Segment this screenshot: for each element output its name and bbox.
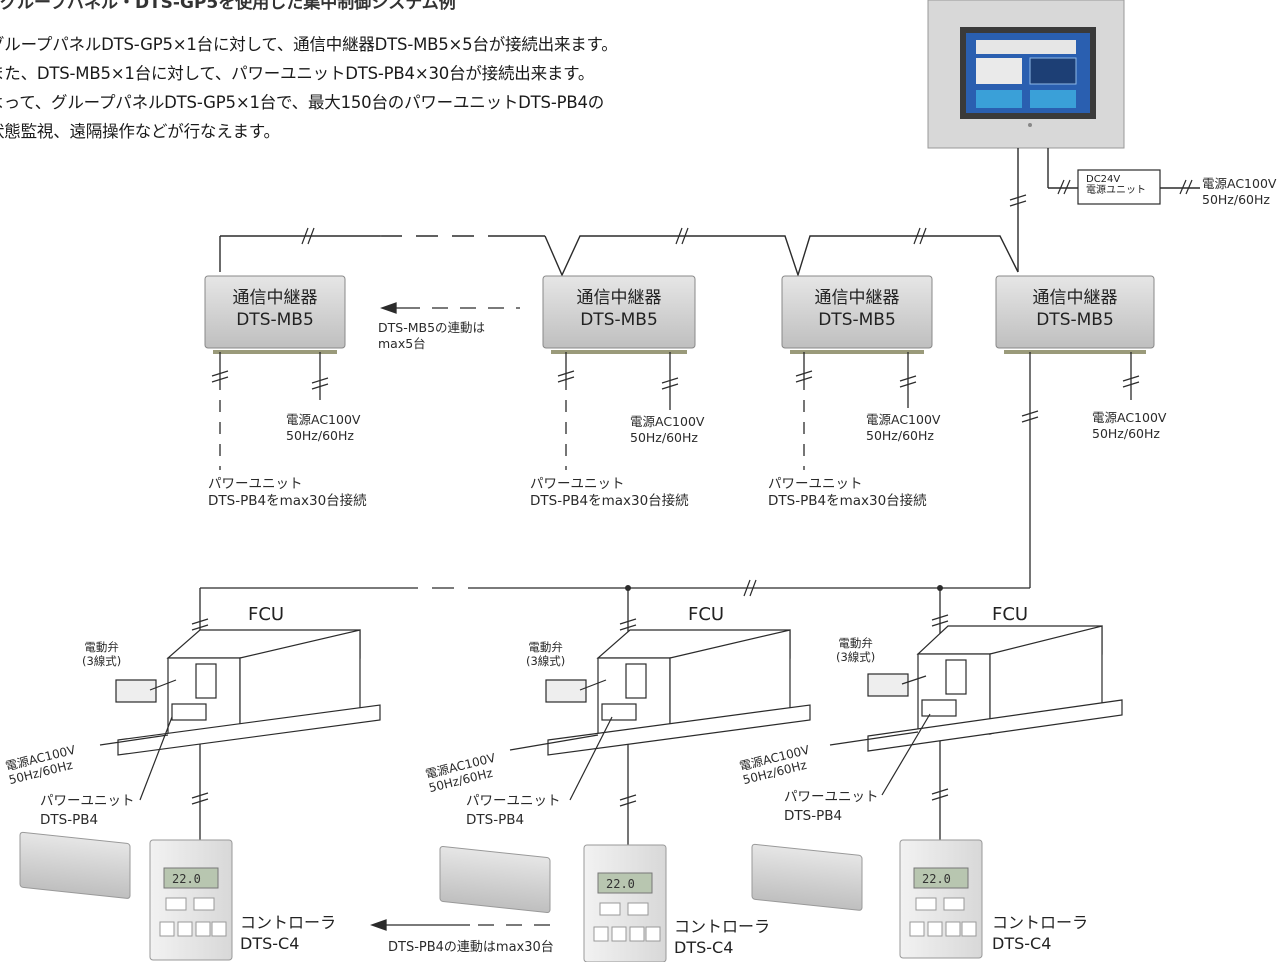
valve-type: (3線式) bbox=[82, 654, 122, 668]
intro-line: グループパネルDTS-GP5×1台に対して、通信中継器DTS-MB5×5台が接続… bbox=[0, 35, 618, 54]
power-unit-model: DTS-PB4 bbox=[466, 812, 525, 828]
ac-frequency: 50Hz/60Hz bbox=[630, 430, 698, 445]
controller-model: DTS-C4 bbox=[240, 934, 300, 953]
valve-label: 電動弁(3線式) bbox=[526, 640, 565, 668]
relay-name: 通信中継器 bbox=[576, 288, 662, 308]
fcu-label: FCU bbox=[248, 604, 285, 625]
controller-display: 22.0 bbox=[172, 872, 201, 886]
relay-model: DTS-MB5 bbox=[580, 310, 658, 330]
ac-frequency: 50Hz/60Hz bbox=[866, 428, 934, 443]
power-unit-name: パワーユニット bbox=[40, 793, 135, 809]
power-unit-model: DTS-PB4 bbox=[40, 812, 99, 828]
relay-label-1: 通信中継器 DTS-MB5 bbox=[205, 287, 345, 331]
fcu-label: FCU bbox=[688, 604, 725, 625]
valve-label: 電動弁(3線式) bbox=[836, 636, 875, 664]
controller-images bbox=[149, 839, 983, 962]
relay-label-2: 通信中継器 DTS-MB5 bbox=[543, 287, 695, 331]
relay-limit-arrow bbox=[380, 302, 520, 314]
power-supply-box bbox=[1077, 169, 1161, 205]
relay-units bbox=[204, 275, 1155, 354]
pb-note-line: DTS-PB4をmax30台接続 bbox=[768, 493, 927, 509]
pb-note-line: DTS-PB4をmax30台接続 bbox=[208, 493, 367, 509]
intro-line: よって、グループパネルDTS-GP5×1台で、最大150台のパワーユニットDTS… bbox=[0, 93, 605, 112]
ac-main-frequency: 50Hz/60Hz bbox=[1202, 192, 1270, 207]
relay-note-line: DTS-MB5の連動は bbox=[378, 320, 486, 335]
fcu-label: FCU bbox=[992, 604, 1029, 625]
ac-frequency: 50Hz/60Hz bbox=[1092, 426, 1160, 441]
ac-main-voltage: 電源AC100V bbox=[1202, 176, 1277, 191]
relay-name: 通信中継器 bbox=[814, 288, 900, 308]
wire-marks bbox=[301, 179, 1193, 245]
relay-label-4: 通信中継器 DTS-MB5 bbox=[996, 287, 1154, 331]
intro-line: また、DTS-MB5×1台に対して、パワーユニットDTS-PB4×30台が接続出… bbox=[0, 64, 595, 83]
pb-note-line: DTS-PB4をmax30台接続 bbox=[530, 493, 689, 509]
valve-name: 電動弁 bbox=[838, 636, 873, 650]
controller-label: コントローラ DTS-C4 bbox=[240, 912, 336, 954]
fcu-units bbox=[99, 625, 1123, 801]
power-unit-label: パワーユニット DTS-PB4 bbox=[40, 792, 135, 830]
valve-type: (3線式) bbox=[836, 650, 876, 664]
power-supply-label: DC24V 電源ユニット bbox=[1086, 174, 1146, 196]
ac-voltage: 電源AC100V bbox=[1092, 410, 1167, 425]
power-unit-label: パワーユニット DTS-PB4 bbox=[466, 792, 561, 830]
controller-display: 22.0 bbox=[606, 877, 635, 891]
ac-main-label: 電源AC100V 50Hz/60Hz bbox=[1202, 176, 1276, 208]
pb-note-line: パワーユニット bbox=[530, 476, 625, 492]
controller-name: コントローラ bbox=[674, 917, 771, 936]
valve-label: 電動弁(3線式) bbox=[82, 640, 121, 668]
main-bus bbox=[219, 148, 1200, 278]
controller-display: 22.0 bbox=[922, 872, 951, 886]
controller-name: コントローラ bbox=[240, 913, 337, 932]
relay-name: 通信中継器 bbox=[1032, 288, 1118, 308]
valve-name: 電動弁 bbox=[528, 640, 563, 654]
page-heading: グループパネル・DTS-GP5を使用した集中制御システム例 bbox=[0, 0, 456, 13]
controller-name: コントローラ bbox=[992, 913, 1089, 932]
valve-name: 電動弁 bbox=[84, 640, 119, 654]
ac-voltage: 電源AC100V bbox=[630, 414, 705, 429]
controller-model: DTS-C4 bbox=[674, 938, 734, 957]
power-supply-voltage: DC24V bbox=[1086, 174, 1121, 185]
relay-name: 通信中継器 bbox=[232, 288, 318, 308]
valve-type: (3線式) bbox=[526, 654, 566, 668]
junctions bbox=[625, 585, 943, 591]
ac-voltage: 電源AC100V bbox=[866, 412, 941, 427]
wire-marks-2 bbox=[191, 370, 1140, 807]
power-unit-name: パワーユニット bbox=[466, 793, 561, 809]
relay-label-3: 通信中継器 DTS-MB5 bbox=[782, 287, 932, 331]
relay-model: DTS-MB5 bbox=[818, 310, 896, 330]
controller-note: DTS-PB4の連動はmax30台 bbox=[388, 940, 554, 955]
ac-frequency: 50Hz/60Hz bbox=[286, 428, 354, 443]
power-unit-name: パワーユニット bbox=[784, 789, 879, 805]
controller-model: DTS-C4 bbox=[992, 934, 1052, 953]
relay-note: DTS-MB5の連動は max5台 bbox=[378, 320, 485, 352]
pb-note-line: パワーユニット bbox=[768, 476, 863, 492]
intro-line: 状態監視、遠隔操作などが行なえます。 bbox=[0, 122, 280, 141]
power-unit-model: DTS-PB4 bbox=[784, 808, 843, 824]
power-supply-name: 電源ユニット bbox=[1086, 185, 1146, 196]
pb-note-line: パワーユニット bbox=[208, 476, 303, 492]
relay-note-line: max5台 bbox=[378, 336, 426, 351]
power-unit-images bbox=[19, 831, 863, 914]
ac-voltage: 電源AC100V bbox=[286, 412, 361, 427]
group-panel bbox=[927, 0, 1125, 149]
intro-text: グループパネルDTS-GP5×1台に対して、通信中継器DTS-MB5×5台が接続… bbox=[0, 30, 618, 146]
controller-limit-arrow bbox=[370, 919, 552, 931]
controller-label: コントローラ DTS-C4 bbox=[992, 912, 1088, 954]
relay-model: DTS-MB5 bbox=[1036, 310, 1114, 330]
power-unit-label: パワーユニット DTS-PB4 bbox=[784, 788, 879, 826]
relay-model: DTS-MB5 bbox=[236, 310, 314, 330]
controller-label: コントローラ DTS-C4 bbox=[674, 916, 770, 958]
